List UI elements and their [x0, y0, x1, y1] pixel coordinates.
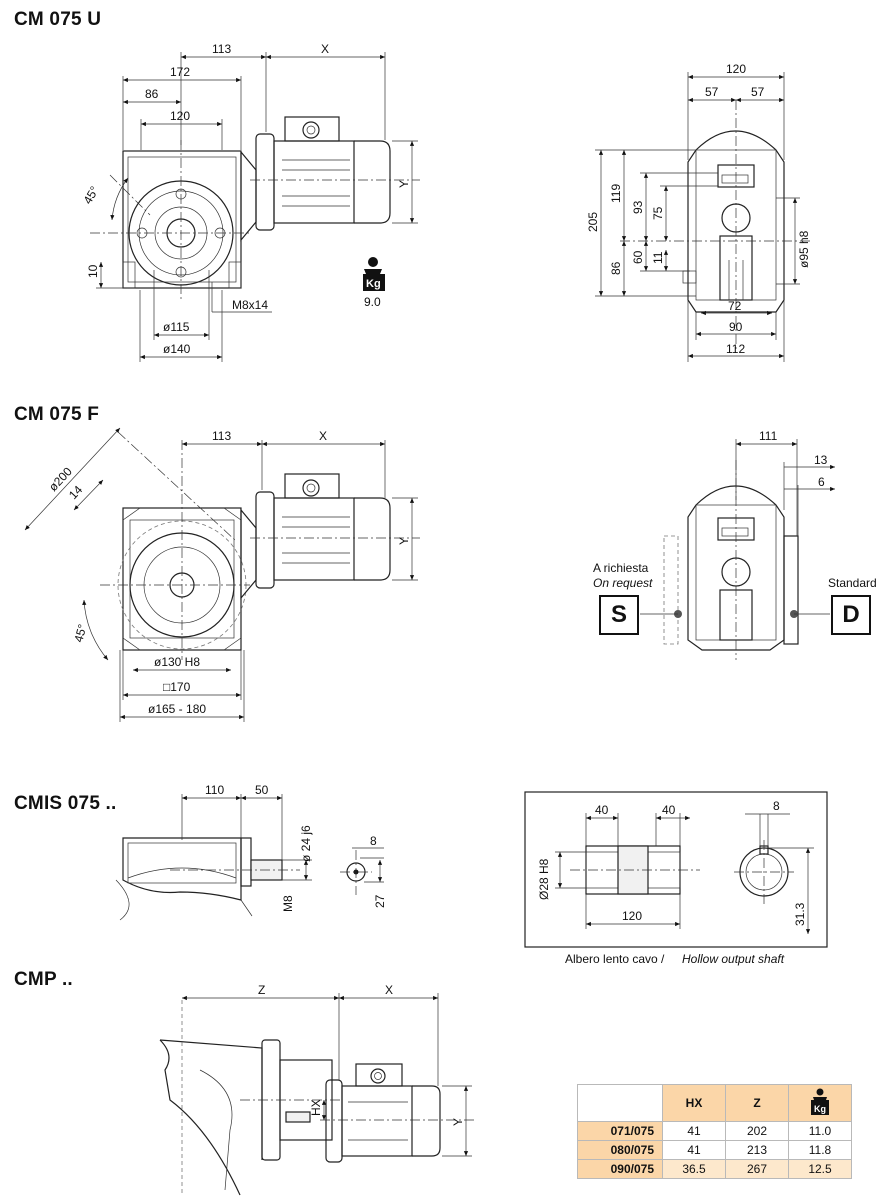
cmp-dim-hx: HX: [309, 1099, 323, 1116]
f-side-dim-13: 13: [814, 453, 828, 467]
side-dim-d95: ø95 h8: [797, 230, 811, 268]
weight-icon: Kg: [363, 257, 385, 291]
hollow-shaft-panel: 40 40 Ø28 H8 120 8 31.3: [524, 791, 828, 948]
section-title-cmp: CMP ..: [14, 969, 73, 990]
table-cell-z: 267: [725, 1159, 789, 1179]
dim-y: Y: [397, 180, 411, 188]
cmp-dim-x: X: [385, 983, 393, 997]
table-header-hx: HX: [662, 1084, 726, 1122]
f-side-dim-111: 111: [759, 429, 778, 443]
side-dim-11: 11: [651, 251, 665, 264]
side-dim-119: 119: [609, 184, 623, 203]
table-cell-z: 202: [725, 1121, 789, 1141]
svg-text:Kg: Kg: [366, 278, 381, 290]
table-row: 071/075 41 202 11.0: [577, 1121, 852, 1141]
side-dim-86: 86: [609, 261, 623, 275]
f-dim-113: 113: [212, 429, 231, 443]
side-dim-205: 205: [586, 212, 600, 232]
cmp-spec-table: HX Z Kg 071/075 41 202 11.0 080/075 41 2…: [577, 1084, 852, 1179]
f-dim-14: 14: [66, 482, 86, 502]
table-cell-kg: 11.0: [788, 1121, 852, 1141]
hollow-dim-d28: Ø28 H8: [537, 858, 551, 900]
dim-10: 10: [86, 264, 100, 278]
weight-icon: Kg: [811, 1088, 829, 1115]
cmp-dim-y: Y: [451, 1118, 465, 1126]
side-dim-93: 93: [631, 200, 645, 214]
side-dim-112: 112: [726, 342, 745, 356]
f-side-dim-6: 6: [818, 475, 825, 489]
cmis-dim-110: 110: [205, 783, 224, 797]
cm075f-front-view: 113 X ø200 14 45° Y ø130 H8 □170 ø165 - …: [24, 427, 420, 722]
f-dim-y: Y: [397, 537, 411, 545]
hollow-dim-120: 120: [622, 909, 642, 923]
table-cell-hx: 36.5: [662, 1159, 726, 1179]
weight-value: 9.0: [364, 295, 381, 309]
hollow-caption-en: Hollow output shaft: [682, 952, 785, 966]
cmis-dim-27: 27: [373, 894, 387, 908]
side-dim-72: 72: [728, 299, 742, 313]
table-cell-model: 071/075: [577, 1121, 663, 1141]
cmis-dim-8: 8: [370, 834, 377, 848]
dim-120: 120: [170, 109, 190, 123]
dim-d115: ø115: [163, 320, 190, 334]
side-dim-57a: 57: [705, 85, 719, 99]
cmis-dim-d24: ø 24 j6: [299, 825, 313, 862]
standard-label: Standard: [828, 576, 877, 590]
badge-s: S: [599, 595, 639, 635]
cmis-dim-m8: M8: [281, 895, 295, 912]
side-dim-90: 90: [729, 320, 743, 334]
cmis-view: 110 50 ø 24 j6 M8 8 27: [115, 783, 387, 921]
side-dim-120: 120: [726, 62, 746, 76]
section-title-cm075u: CM 075 U: [14, 9, 102, 30]
f-dim-d130: ø130 H8: [154, 655, 200, 669]
hollow-dim-8: 8: [773, 799, 780, 813]
table-cell-hx: 41: [662, 1140, 726, 1160]
hollow-dim-31-3: 31.3: [793, 902, 807, 926]
on-request-it: A richiesta: [593, 561, 649, 575]
hollow-caption-it: Albero lento cavo /: [565, 952, 665, 966]
f-dim-d165: ø165 - 180: [148, 702, 206, 716]
section-title-cm075f: CM 075 F: [14, 404, 100, 425]
hollow-dim-40b: 40: [662, 803, 676, 817]
table-cell-kg: 11.8: [788, 1140, 852, 1160]
cm075f-side-view: 111 13 6 A richiesta On request Standard: [593, 429, 877, 660]
cm075u-front-view: 113 X 172 86 120 45° 10 Y M8x14 ø115 ø14…: [80, 42, 420, 362]
table-cell-hx: 41: [662, 1121, 726, 1141]
side-dim-75: 75: [651, 206, 665, 220]
table-header-z: Z: [725, 1084, 789, 1122]
hollow-dim-40a: 40: [595, 803, 609, 817]
side-dim-60: 60: [631, 250, 645, 264]
on-request-en: On request: [593, 576, 653, 590]
badge-d: D: [831, 595, 871, 635]
table-cell-kg: 12.5: [788, 1159, 852, 1179]
svg-text:Kg: Kg: [814, 1104, 826, 1114]
table-row: 080/075 41 213 11.8: [577, 1140, 852, 1160]
side-dim-57b: 57: [751, 85, 765, 99]
cm075u-side-view: 120 57 57 205 119 86 93 75 60 11 ø95 h8 …: [586, 62, 811, 362]
dim-113: 113: [212, 42, 231, 56]
f-angle-45: 45°: [71, 622, 89, 643]
cmp-view: Z X HX Y: [159, 983, 475, 1196]
table-row: 090/075 36.5 267 12.5: [577, 1159, 852, 1179]
dim-172: 172: [170, 65, 190, 79]
table-header-row: HX Z Kg: [577, 1084, 852, 1122]
f-dim-x: X: [319, 429, 327, 443]
table-header-kg: Kg: [788, 1084, 852, 1122]
angle-45: 45°: [80, 184, 101, 207]
f-dim-sq170: □170: [163, 680, 191, 694]
table-corner: [577, 1084, 663, 1122]
table-cell-z: 213: [725, 1140, 789, 1160]
table-cell-model: 090/075: [577, 1159, 663, 1179]
cmp-dim-z: Z: [258, 983, 265, 997]
dim-m8x14: M8x14: [232, 298, 268, 312]
dim-x: X: [321, 42, 329, 56]
table-cell-model: 080/075: [577, 1140, 663, 1160]
dim-d140: ø140: [163, 342, 191, 356]
dim-86: 86: [145, 87, 159, 101]
cmis-dim-50: 50: [255, 783, 269, 797]
section-title-cmis: CMIS 075 ..: [14, 793, 117, 814]
